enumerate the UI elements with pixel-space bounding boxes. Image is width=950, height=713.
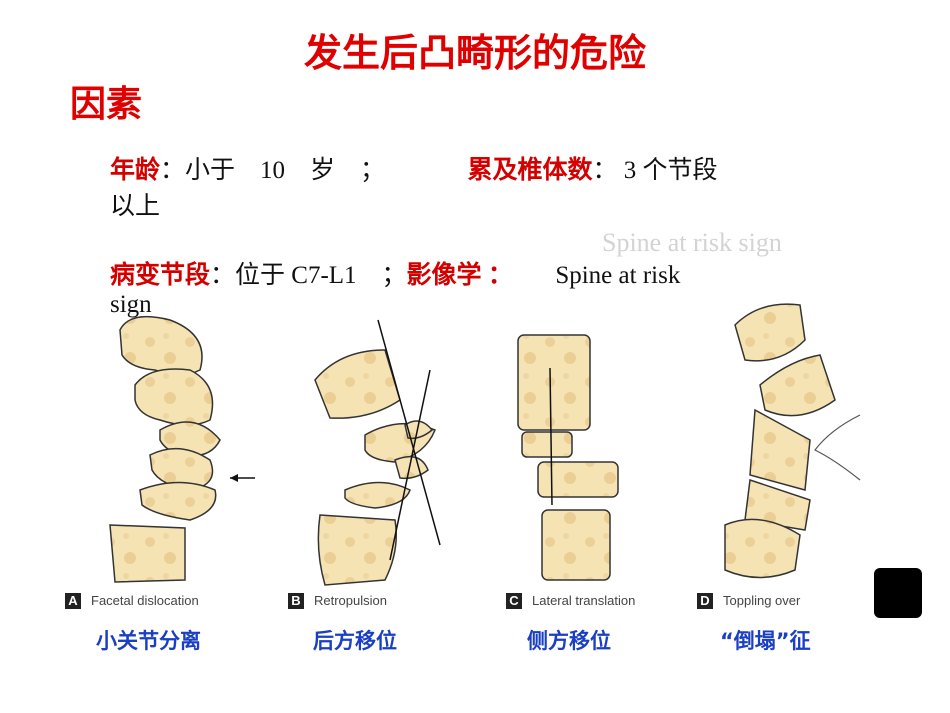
- site-text: ：位于 C7-L1 ；: [210, 262, 407, 289]
- levels-text: ： 3 个节段: [592, 157, 718, 184]
- toppling-outline: [814, 414, 861, 481]
- imaging-text-2: sign: [110, 291, 152, 318]
- caption-a: 小关节分离: [96, 629, 201, 653]
- retropulsion-line-1: [377, 319, 441, 546]
- levels-text-2: 以上: [110, 193, 161, 220]
- figure-a-spine: [109, 315, 221, 583]
- age-text: ：小于 10 岁 ；: [160, 157, 386, 184]
- caption-c: 侧方移位: [527, 629, 611, 653]
- figure-c-letter: C: [506, 593, 522, 609]
- site-label: 病变节段: [110, 260, 211, 289]
- caption-d: “倒塌”征: [720, 629, 811, 653]
- faint-heading: Spine at risk sign: [602, 228, 782, 257]
- arrow-head: [230, 474, 238, 482]
- spine-illustrations: [109, 303, 861, 586]
- age-label: 年龄: [110, 155, 161, 184]
- slide-subtitle: 因素: [70, 84, 143, 125]
- risk-line-2: 病变节段：位于 C7-L1 ；影像学 ： Spine at risk sign: [110, 255, 830, 319]
- figure-a-letter: A: [65, 593, 81, 609]
- figure-c-spine: [517, 334, 619, 581]
- caption-b: 后方移位: [313, 629, 397, 653]
- slide-title: 发生后凸畸形的危险: [303, 31, 646, 75]
- imaging-label: 影像学: [406, 260, 482, 289]
- risk-line-1: 年龄：小于 10 岁 ； 累及椎体数： 3 个节段 以上: [110, 150, 830, 222]
- retropulsion-line-2: [389, 369, 431, 561]
- levels-label: 累及椎体数: [467, 155, 593, 184]
- black-box: [874, 568, 922, 618]
- imaging-sep: ：: [487, 260, 513, 289]
- imaging-text: Spine at risk: [555, 262, 681, 289]
- figure-b-letter: B: [288, 593, 304, 609]
- translation-line: [549, 367, 553, 506]
- figure-d-spine: [724, 303, 836, 579]
- figure-d-letter: D: [697, 593, 713, 609]
- figure-b-spine: [314, 349, 436, 586]
